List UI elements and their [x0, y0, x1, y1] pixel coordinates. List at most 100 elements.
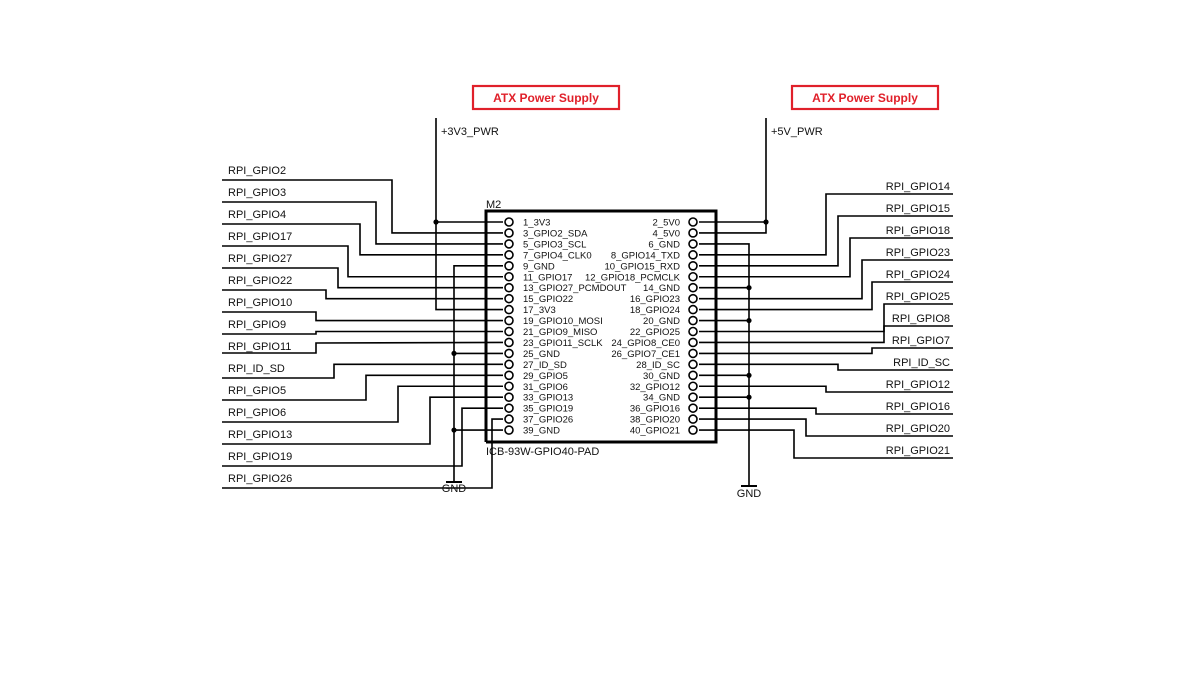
pin-label-left: 35_GPIO19 — [523, 404, 573, 415]
pin-pad-right — [688, 370, 698, 381]
net-label-right: RPI_GPIO21 — [886, 445, 950, 457]
pin-label-left: 15_GPIO22 — [523, 294, 573, 305]
pin-label-right: 28_ID_SC — [636, 360, 680, 371]
junction-dot — [451, 350, 457, 356]
net-label-right: RPI_GPIO16 — [886, 401, 950, 413]
net-label-right: RPI_GPIO24 — [886, 269, 950, 281]
net-label-right: RPI_GPIO12 — [886, 379, 950, 391]
atx-power-supply-label: ATX Power Supply — [493, 91, 599, 105]
net-wire-left — [222, 330, 503, 335]
pin-pad-right — [688, 381, 698, 392]
pin-pad-right — [688, 392, 698, 403]
pin-pad-left — [504, 337, 514, 348]
pin-pad-left — [504, 370, 514, 381]
pin-pad-left — [504, 348, 514, 359]
power-rail-3v3-wire — [435, 118, 503, 311]
pin-label-right: 36_GPIO16 — [630, 404, 680, 415]
pin-label-right: 10_GPIO15_RXD — [604, 261, 680, 272]
atx-power-supply-label: ATX Power Supply — [812, 91, 918, 105]
pin-label-left: 1_3V3 — [523, 218, 550, 229]
pin-label-left: 19_GPIO10_MOSI — [523, 316, 603, 327]
net-label-right: RPI_GPIO18 — [886, 225, 950, 237]
net-wire-right — [699, 215, 953, 267]
net-wire-right — [699, 303, 953, 333]
junction-dot — [746, 394, 752, 400]
junction-dot — [746, 372, 752, 378]
net-wire-right — [699, 407, 953, 415]
pin-pad-right — [688, 315, 698, 326]
net-wire-left — [222, 223, 503, 256]
pin-label-right: 16_GPIO23 — [630, 294, 680, 305]
net-label-right: RPI_GPIO15 — [886, 203, 950, 215]
pin-pad-left — [504, 282, 514, 293]
pin-label-right: 2_5V0 — [653, 218, 680, 229]
net-label-left: RPI_GPIO3 — [228, 187, 286, 199]
net-wire-left — [222, 245, 503, 278]
net-label-left: RPI_GPIO9 — [228, 319, 286, 331]
net-wire-left — [222, 396, 503, 445]
connector-part-number: ICB-93W-GPIO40-PAD — [486, 446, 599, 458]
pin-pad-right — [688, 304, 698, 315]
pin-pad-right — [688, 425, 698, 435]
net-wire-right — [699, 259, 953, 300]
pin-label-right: 6_GND — [648, 239, 680, 250]
pin-label-left: 9_GND — [523, 261, 555, 272]
pin-label-left: 33_GPIO13 — [523, 393, 573, 404]
net-label-left: RPI_GPIO13 — [228, 429, 292, 441]
net-wire-right — [699, 385, 953, 393]
pin-label-left: 27_ID_SD — [523, 360, 567, 371]
net-wire-left — [222, 289, 503, 300]
net-wire-right — [699, 347, 953, 355]
net-label-left: RPI_GPIO10 — [228, 297, 292, 309]
pin-pad-right — [688, 403, 698, 413]
junction-dot — [746, 317, 752, 324]
junction-dot — [746, 285, 752, 291]
net-wire-right — [699, 237, 953, 278]
net-wire-left — [222, 385, 503, 423]
pin-label-right: 20_GND — [643, 316, 680, 327]
net-label-left: RPI_GPIO26 — [228, 473, 292, 485]
pin-pad-left — [504, 315, 514, 326]
gnd-bus-right — [699, 243, 750, 486]
connector-ref: M2 — [486, 199, 501, 211]
pin-pad-right — [688, 250, 698, 260]
pin-pad-left — [504, 250, 514, 260]
pin-pad-left — [504, 414, 514, 424]
atx-power-supply-box — [790, 84, 940, 111]
pin-label-left: 17_3V3 — [523, 305, 556, 316]
pin-label-right: 14_GND — [643, 283, 680, 294]
net-label-left: RPI_GPIO19 — [228, 451, 292, 463]
junction-dot — [763, 219, 769, 225]
pin-label-right: 12_GPIO18_PCMCLK — [585, 272, 681, 283]
net-label-left: RPI_GPIO6 — [228, 407, 286, 419]
junction-dot — [433, 219, 439, 225]
pin-label-right: 24_GPIO8_CE0 — [611, 338, 680, 349]
pin-label-left: 29_GPIO5 — [523, 371, 568, 382]
pin-pad-left — [504, 228, 514, 238]
net-wire-left — [222, 267, 503, 289]
junction-dot — [451, 427, 457, 433]
pin-label-left: 25_GND — [523, 349, 560, 360]
pin-pad-left — [504, 425, 514, 435]
net-label-left: RPI_GPIO5 — [228, 385, 286, 397]
pin-label-right: 38_GPIO20 — [630, 415, 680, 426]
pin-label-left: 23_GPIO11_SCLK — [523, 338, 603, 349]
net-label-right: RPI_GPIO23 — [886, 247, 950, 259]
net-label-right: RPI_GPIO14 — [886, 181, 950, 193]
net-label-left: RPI_ID_SD — [228, 363, 285, 375]
net-label-right: RPI_GPIO7 — [892, 335, 950, 347]
pin-label-right: 30_GND — [643, 371, 680, 382]
pin-label-left: 11_GPIO17 — [523, 272, 572, 283]
pin-pad-right — [688, 217, 698, 227]
pin-label-right: 8_GPIO14_TXD — [611, 250, 680, 261]
pin-pad-left — [504, 381, 514, 392]
pin-pad-right — [688, 260, 698, 271]
pin-pad-right — [688, 414, 698, 424]
power-rail-label: +5V_PWR — [771, 126, 823, 138]
net-label-left: RPI_GPIO17 — [228, 231, 292, 243]
pin-pad-left — [504, 293, 514, 304]
power-rail-5v-wire — [699, 118, 767, 234]
pin-pad-right — [688, 326, 698, 337]
atx-power-supply-box — [471, 84, 621, 111]
